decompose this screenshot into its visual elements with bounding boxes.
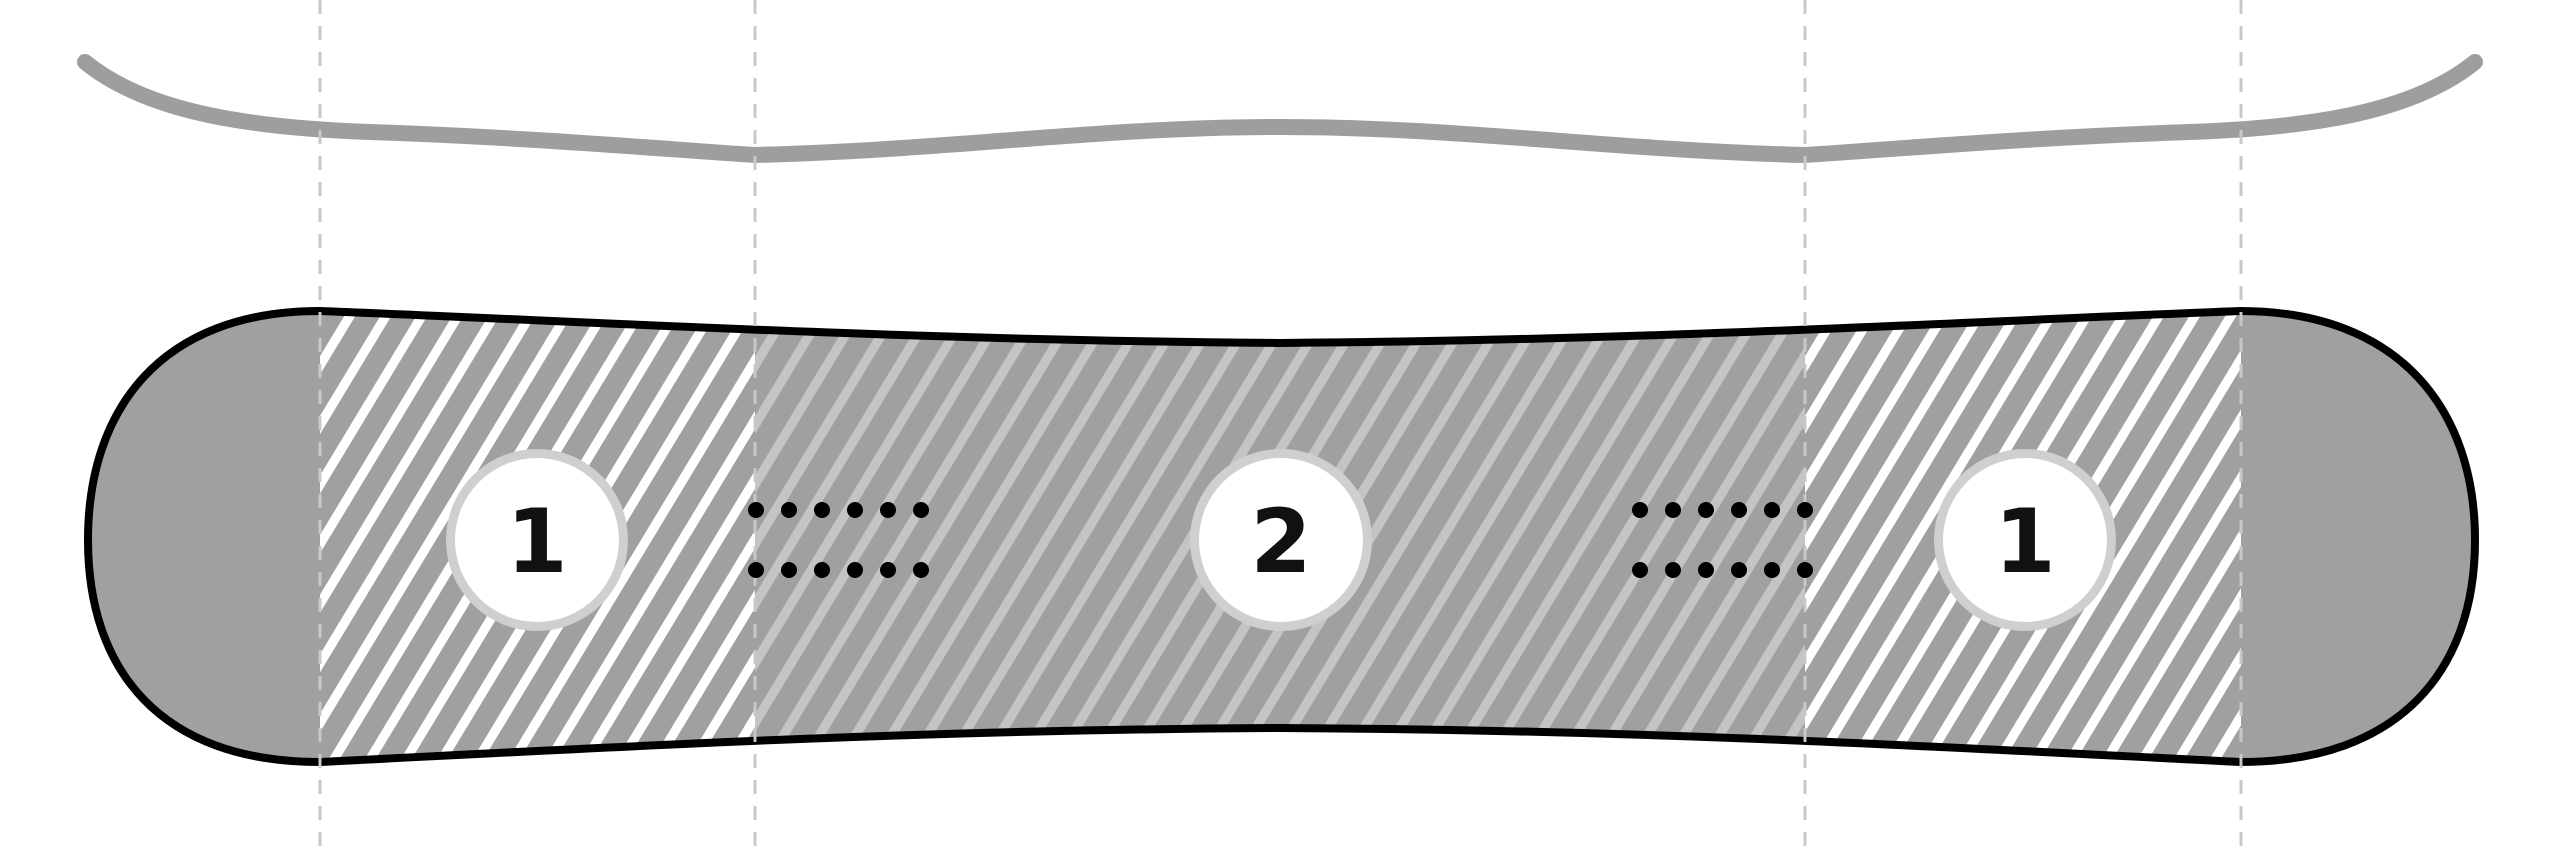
- stripe: [823, 311, 1124, 762]
- insert-hole: [1797, 562, 1813, 578]
- insert-hole: [913, 502, 929, 518]
- stripe: [1291, 311, 1592, 762]
- marker-circle: [1199, 458, 1363, 622]
- insert-hole: [847, 502, 863, 518]
- stripe: [1651, 311, 1805, 762]
- stripe: [640, 311, 755, 762]
- stripe: [1615, 311, 1805, 762]
- stripe: [532, 311, 755, 762]
- insert-hole: [847, 562, 863, 578]
- stripe: [2017, 311, 2241, 762]
- stripe: [320, 311, 581, 762]
- stripe: [895, 311, 1196, 762]
- stripe: [320, 311, 473, 762]
- zone-marker-left: 1: [446, 449, 628, 631]
- marker-circle: [455, 458, 619, 622]
- zone-marker-center: 2: [1190, 449, 1372, 631]
- stripe: [676, 311, 755, 762]
- stripe: [1039, 311, 1340, 762]
- stripe: [1255, 311, 1556, 762]
- stripe: [787, 311, 1088, 762]
- insert-hole: [1797, 502, 1813, 518]
- stripe: [320, 311, 509, 762]
- stripe: [1363, 311, 1664, 762]
- insert-hole: [781, 562, 797, 578]
- stripe: [1805, 311, 1886, 762]
- stripe: [1507, 311, 1805, 762]
- insert-holes-right: [1632, 502, 1813, 578]
- stripe: [1399, 311, 1700, 762]
- stripe: [1805, 311, 1994, 762]
- stripe: [2485, 300, 2560, 780]
- stripe: [2521, 300, 2560, 780]
- stripe: [1327, 311, 1628, 762]
- insert-hole: [1632, 502, 1648, 518]
- stripe: [604, 311, 755, 762]
- guide-lines: [318, 0, 2243, 850]
- stripe: [755, 311, 944, 762]
- marker-label: 2: [1250, 490, 1311, 593]
- stripe: [755, 311, 1016, 762]
- stripe: [1687, 311, 1805, 762]
- stripe: [755, 311, 1052, 762]
- insert-hole: [748, 562, 764, 578]
- insert-hole: [1665, 562, 1681, 578]
- insert-hole: [913, 562, 929, 578]
- stripe: [931, 311, 1232, 762]
- board-side-profile: [77, 54, 2483, 163]
- marker-label: 1: [506, 490, 567, 593]
- stripe: [967, 311, 1268, 762]
- insert-hole: [1698, 562, 1714, 578]
- stripe: [496, 311, 755, 762]
- insert-hole: [814, 502, 830, 518]
- marker-label: 1: [1994, 490, 2055, 593]
- marker-circle: [1943, 458, 2107, 622]
- insert-hole: [1764, 562, 1780, 578]
- zone-marker-right: 1: [1934, 449, 2116, 631]
- stripe: [1723, 311, 1805, 762]
- insert-hole: [1665, 502, 1681, 518]
- stripe: [859, 311, 1160, 762]
- insert-hole: [814, 562, 830, 578]
- insert-hole: [1698, 502, 1714, 518]
- stripe: [568, 311, 755, 762]
- stripe: [1543, 311, 1805, 762]
- insert-holes-left: [748, 502, 929, 578]
- insert-hole: [1764, 502, 1780, 518]
- stripe: [1805, 311, 1922, 762]
- stripe: [1435, 311, 1736, 762]
- stripe: [2053, 311, 2241, 762]
- stripe: [1003, 311, 1304, 762]
- stripe: [1805, 311, 2030, 762]
- insert-hole: [880, 502, 896, 518]
- stripe: [755, 311, 836, 762]
- stripe: [320, 311, 545, 762]
- stripe: [1471, 311, 1772, 762]
- stripe: [320, 311, 437, 762]
- stripe: [755, 311, 908, 762]
- stripe: [1805, 311, 2066, 762]
- stripe: [2125, 311, 2241, 762]
- insert-hole: [748, 502, 764, 518]
- stripe: [2089, 311, 2241, 762]
- stripe: [755, 311, 980, 762]
- insert-hole: [1731, 562, 1747, 578]
- insert-hole: [880, 562, 896, 578]
- stripe: [755, 311, 872, 762]
- stripe: [1981, 311, 2241, 762]
- stripe: [320, 311, 401, 762]
- stripe: [2161, 311, 2241, 762]
- insert-hole: [1632, 562, 1648, 578]
- insert-hole: [1731, 502, 1747, 518]
- insert-hole: [781, 502, 797, 518]
- stripe: [1805, 311, 1958, 762]
